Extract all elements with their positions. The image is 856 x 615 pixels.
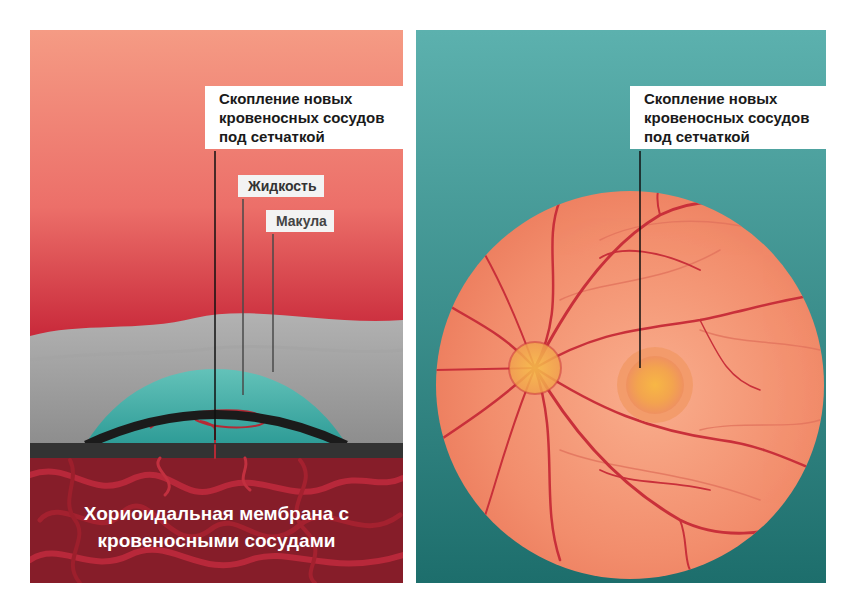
- callout-label: Жидкость: [238, 175, 324, 197]
- leader-line: [242, 199, 244, 395]
- region-label: Хориоидальная мембрана с кровеносными со…: [40, 500, 393, 554]
- callout-label: Скопление новых кровеносных сосудов под …: [205, 86, 403, 149]
- leader-line: [272, 234, 274, 372]
- callout-label: Скопление новых кровеносных сосудов под …: [630, 86, 826, 149]
- callout-label: Макула: [266, 210, 334, 232]
- leader-line: [214, 151, 216, 440]
- leader-line: [639, 151, 641, 368]
